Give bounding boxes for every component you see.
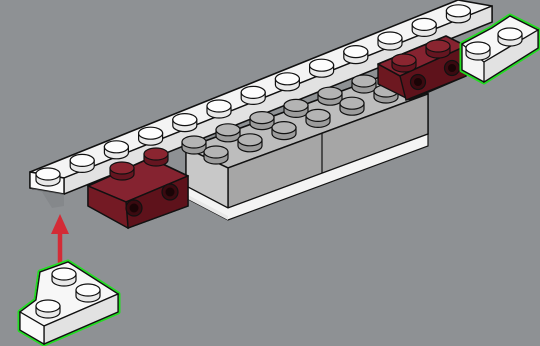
- technic-hole-right-1: [411, 75, 426, 90]
- white-stud: [76, 284, 100, 302]
- grey-stud: [204, 146, 228, 164]
- red-stud: [392, 54, 416, 72]
- white-stud: [173, 114, 197, 132]
- white-stud: [466, 42, 490, 60]
- white-stud: [36, 300, 60, 318]
- grey-stud: [250, 112, 274, 130]
- technic-hole-right-2: [445, 61, 460, 76]
- red-stud: [110, 162, 134, 180]
- white-stud: [139, 127, 163, 145]
- white-stud: [36, 168, 60, 186]
- white-stud: [207, 100, 231, 118]
- white-stud: [446, 5, 470, 23]
- white-stud: [241, 86, 265, 104]
- grey-stud: [318, 87, 342, 105]
- white-stud: [52, 268, 76, 286]
- technic-hole-left-1: [126, 200, 142, 216]
- white-stud: [412, 18, 436, 36]
- white-stud: [378, 32, 402, 50]
- grey-stud: [272, 122, 296, 140]
- grey-stud: [306, 109, 330, 127]
- technic-hole-left-2: [162, 184, 178, 200]
- white-stud: [275, 73, 299, 91]
- red-stud: [144, 148, 168, 166]
- white-stud: [70, 154, 94, 172]
- grey-stud: [284, 99, 308, 117]
- white-stud: [104, 141, 128, 159]
- grey-stud: [216, 124, 240, 142]
- grey-stud: [238, 134, 262, 152]
- grey-stud: [352, 75, 376, 93]
- grey-stud: [340, 97, 364, 115]
- white-stud: [498, 28, 522, 46]
- red-stud: [426, 40, 450, 58]
- grey-stud: [182, 136, 206, 154]
- white-stud: [344, 46, 368, 64]
- white-stud: [310, 59, 334, 77]
